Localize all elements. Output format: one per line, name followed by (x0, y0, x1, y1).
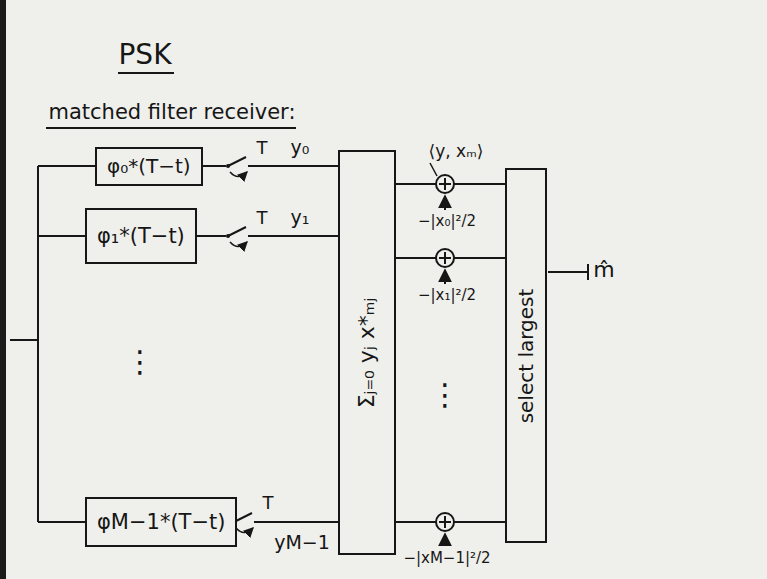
sampler-switch (226, 227, 248, 247)
bias-arrow (444, 270, 446, 284)
adder-circle (436, 175, 454, 193)
switch-arrow (236, 528, 253, 533)
adder-cross (439, 516, 451, 528)
bias-term: −|x₁|²/2 (416, 287, 478, 304)
summing-junction (436, 513, 454, 531)
ellipsis-dots: ⋮ (123, 345, 157, 380)
node-text: φM−1*(T−t) (97, 510, 225, 534)
output-tick (587, 264, 589, 280)
signal-wire (197, 235, 338, 237)
sampler-switch (226, 157, 248, 177)
matched-filter-box: φ₁*(T−t) (85, 208, 197, 264)
processing-block: select largest (505, 168, 547, 543)
summing-junction (436, 175, 454, 193)
matched-filter-box: φ₀*(T−t) (95, 147, 203, 186)
input-wire (10, 339, 38, 341)
leader-line (430, 163, 437, 176)
sampling-time: T (255, 208, 270, 229)
node-text: Σⱼ₌₀ yⱼ x*ₘⱼ (354, 297, 379, 408)
bias-arrow (444, 534, 446, 546)
heading-underline (46, 127, 296, 129)
adder-cross (439, 178, 451, 190)
decision-output: m̂ (591, 257, 616, 282)
adder-cross (439, 252, 451, 264)
adder-circle (436, 513, 454, 531)
board-edge (0, 0, 6, 579)
heading-text: matched filter receiver: (47, 100, 298, 124)
input-bus (37, 166, 39, 522)
sampling-time: T (255, 138, 270, 159)
title-text: PSK (116, 39, 173, 71)
bias-term: −|xM−1|²/2 (401, 550, 492, 567)
signal-name: y₁ (289, 207, 312, 229)
signal-name: yM−1 (272, 532, 332, 554)
adder-circle (436, 249, 454, 267)
signal-wire (203, 165, 338, 167)
ellipsis-dots: ⋮ (428, 378, 462, 413)
output-wire (548, 271, 588, 273)
processing-block: Σⱼ₌₀ yⱼ x*ₘⱼ (338, 150, 396, 555)
node-text: φ₁*(T−t) (97, 224, 185, 248)
summing-junction (436, 249, 454, 267)
signal-name: y₀ (289, 137, 312, 159)
bias-term: −|x₀|²/2 (416, 213, 478, 230)
bus-tap (38, 521, 85, 523)
inner-product-label: ⟨y, xₘ⟩ (427, 142, 486, 162)
switch-arrow (230, 242, 247, 247)
node-text: select largest (515, 288, 538, 423)
bias-arrow (444, 196, 446, 210)
title-underline (118, 72, 174, 74)
switch-lever (228, 157, 246, 166)
switch-lever (228, 227, 246, 236)
bus-tap (38, 165, 95, 167)
bus-tap (38, 235, 85, 237)
matched-filter-box: φM−1*(T−t) (85, 497, 237, 547)
sampling-time: T (261, 493, 276, 514)
node-text: φ₀*(T−t) (107, 155, 191, 178)
switch-arrow (230, 172, 247, 177)
